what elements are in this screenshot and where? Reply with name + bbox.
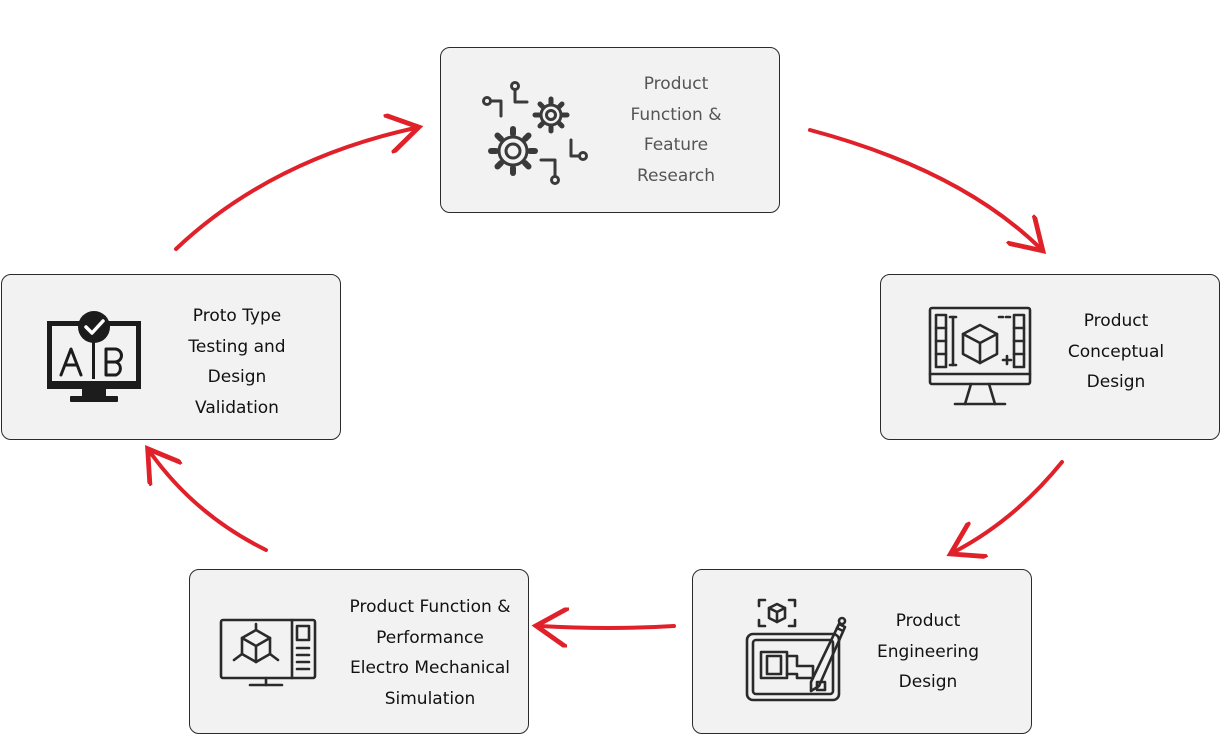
step-label: Product Function & Feature Research bbox=[630, 74, 722, 186]
step-card-engineering-design: Product Engineering Design bbox=[692, 569, 1032, 734]
step-label: Product Conceptual Design bbox=[1067, 311, 1165, 392]
step-card-function-research: Product Function & Feature Research bbox=[440, 47, 780, 213]
simulation-monitor-icon bbox=[219, 618, 317, 687]
step-label: Product Engineering Design bbox=[877, 611, 979, 692]
step-label: Proto Type Testing and Design Validation bbox=[188, 306, 286, 418]
arrow-simulation-to-prototype bbox=[150, 452, 268, 552]
step-card-conceptual-design: Product Conceptual Design bbox=[880, 274, 1220, 440]
step-card-prototype-validation: Proto Type Testing and Design Validation bbox=[1, 274, 341, 440]
arrow-research-to-conceptual bbox=[808, 128, 1040, 248]
arrow-conceptual-to-engineering bbox=[954, 460, 1064, 552]
ab-test-monitor-icon bbox=[47, 311, 141, 402]
arrow-prototype-to-research bbox=[174, 128, 415, 251]
gears-circuit-icon bbox=[482, 81, 588, 185]
step-card-simulation: Product Function & Performance Electro M… bbox=[189, 569, 529, 734]
monitor-cube-design-icon bbox=[928, 306, 1032, 406]
blueprint-pen-icon bbox=[745, 598, 847, 702]
step-label: Product Function & Performance Electro M… bbox=[349, 597, 511, 709]
arrow-engineering-to-simulation bbox=[540, 626, 676, 628]
